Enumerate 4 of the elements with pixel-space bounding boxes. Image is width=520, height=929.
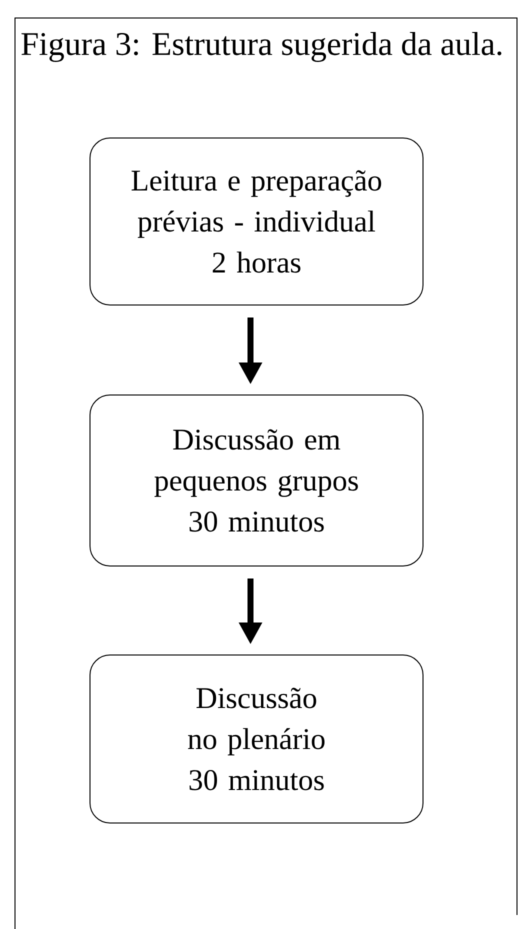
process-box: Leitura e preparação prévias - individual 2 horas [90, 138, 424, 306]
process-box: Discussão no plenário 30 minutos [90, 654, 424, 824]
process-box: Discussão em pequenos grupos 30 minutos [90, 394, 424, 566]
figure-caption: Figura 3: Estrutura sugerida da aula. [21, 32, 502, 62]
